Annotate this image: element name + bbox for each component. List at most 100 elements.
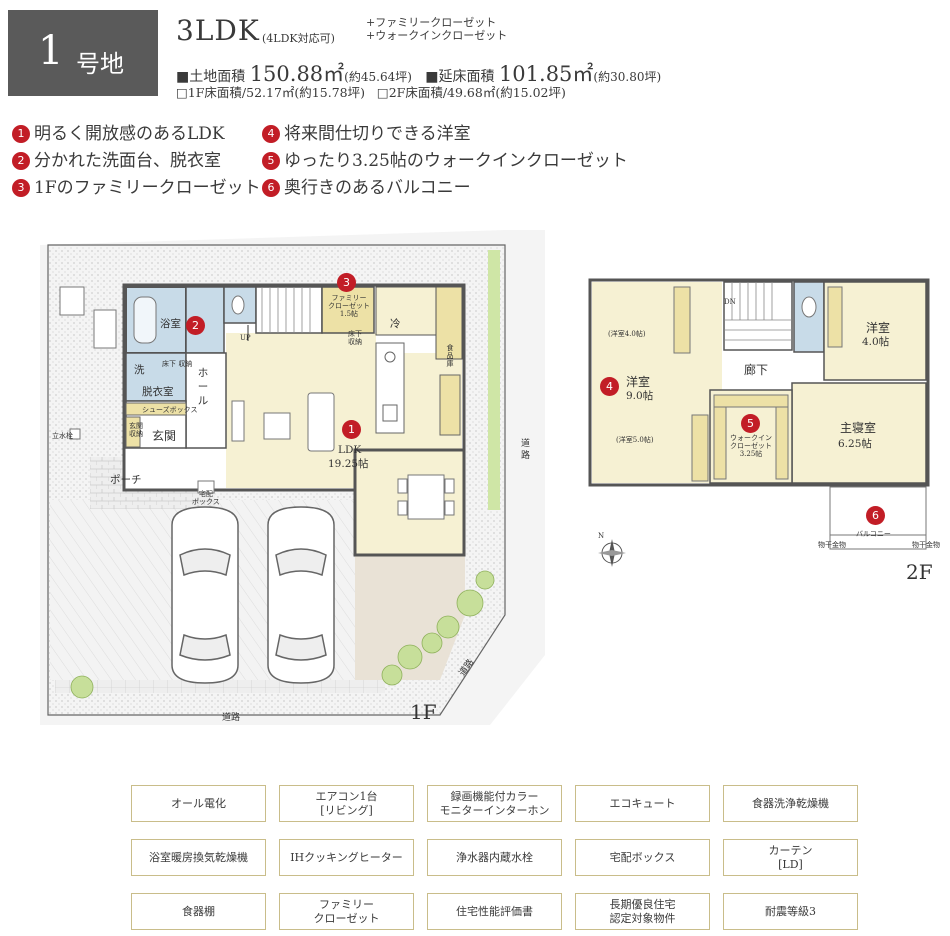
floor-area: 101.85㎡ [498, 62, 594, 86]
delivery-box-icon [197, 480, 215, 494]
label-delivery-box: 宅配 ボックス [192, 490, 220, 506]
label-master-size: 6.25帖 [838, 438, 872, 450]
compass-icon [598, 539, 626, 567]
floor-areas: □1F床面積/52.17㎡(約15.78坪) □2F床面積/49.68㎡(約15… [176, 82, 566, 101]
toilet-2f [793, 281, 825, 353]
sink-icon [382, 404, 398, 422]
equipment-item: 住宅性能評価書 [427, 893, 562, 930]
marker-2: 2 [186, 316, 205, 335]
closet-upper [673, 286, 691, 354]
equipment-item: 耐震等級3 [723, 893, 858, 930]
lot-number: 1 [38, 28, 64, 74]
label-up: UP [240, 334, 251, 342]
toilet-icon [231, 295, 245, 315]
option-family-closet: +ファミリークローゼット [366, 16, 497, 29]
car-icon [171, 506, 239, 684]
floor-tag-1f: 1F [410, 700, 437, 724]
dining-table-top [407, 474, 445, 520]
marker: 1 [12, 125, 30, 143]
corridor [724, 353, 822, 385]
label-hanger-right: 物干金物 [912, 541, 940, 549]
tree-icon [70, 570, 495, 699]
label-dn: DN [724, 298, 736, 306]
shoe-box [125, 402, 187, 416]
label-entrance: 玄関 [152, 429, 177, 443]
car-icon [267, 506, 335, 684]
master-bedroom [791, 382, 927, 484]
wic-shelf-top [713, 394, 789, 408]
floor-tag-2f: 2F [906, 560, 933, 584]
label-ldk: LDK [338, 444, 362, 456]
marker: 5 [262, 152, 280, 170]
label-pantry: 食品庫 [446, 344, 454, 368]
marker: 3 [12, 179, 30, 197]
label-dressing: 脱衣室 [142, 386, 174, 398]
toilet-room [223, 286, 257, 324]
feature-text: 明るく開放感のあるLDK [34, 124, 225, 144]
family-closet [321, 286, 375, 334]
layout-note: (4LDK対応可) [262, 32, 335, 45]
label-bath: 浴室 [160, 318, 181, 330]
ih-icon [384, 351, 396, 363]
label-faucet: 立水栓 [52, 432, 73, 440]
marker-4: 4 [600, 377, 619, 396]
equipment-item: ファミリー クローゼット [279, 893, 414, 930]
equipment-item: カーテン [LD] [723, 839, 858, 876]
marker-1: 1 [342, 420, 361, 439]
feature-text: 1Fのファミリークローゼット [34, 178, 261, 198]
sofa [307, 392, 335, 452]
equipment-item: 浄水器内蔵水栓 [427, 839, 562, 876]
wic-shelf-left [713, 406, 727, 480]
label-room-4-0: (洋室4.0帖) [608, 330, 646, 338]
label-hanger-left: 物干金物 [818, 541, 846, 549]
label-porch: ポーチ [110, 474, 142, 486]
floor-area-label: ■延床面積 [425, 69, 495, 85]
wic-shelf-right [775, 406, 789, 480]
faucet-icon [69, 428, 81, 440]
dressing-room [125, 352, 187, 402]
feature-text: 分かれた洗面台、脱衣室 [34, 151, 221, 171]
pantry [435, 286, 463, 360]
label-master: 主寝室 [840, 421, 877, 435]
bathtub-icon [133, 296, 157, 344]
label-wash: 洗 [134, 364, 145, 376]
label-underfloor-2: 床下 収納 [348, 330, 362, 346]
equipment-item: 食器洗浄乾燥機 [723, 785, 858, 822]
feature-text: ゆったり3.25帖のウォークインクローゼット [284, 151, 628, 171]
label-wic: ウォークイン クローゼット 3.25帖 [730, 434, 772, 458]
equipment-item: 浴室暖房換気乾燥機 [131, 839, 266, 876]
label-western-size: 9.0帖 [626, 390, 654, 402]
coat-closet [125, 416, 141, 448]
equipment-item: 長期優良住宅 認定対象物件 [575, 893, 710, 930]
marker: 2 [12, 152, 30, 170]
equipment-item: オール電化 [131, 785, 266, 822]
equipment-item: 食器棚 [131, 893, 266, 930]
label-ldk-size: 19.25帖 [328, 458, 369, 470]
equipment-item: IHクッキングヒーター [279, 839, 414, 876]
land-area-tsubo: (約45.64坪) [344, 70, 412, 84]
area-summary: ■土地面積 150.88㎡(約45.64坪) ■延床面積 101.85㎡(約30… [176, 58, 661, 88]
closet-lower [691, 414, 709, 482]
lot-badge: 1 号地 [8, 10, 158, 96]
marker-6: 6 [866, 506, 885, 525]
label-coat: 玄関 収納 [129, 422, 143, 438]
layout-options: +ファミリークローゼット +ウォークインクローゼット [366, 16, 507, 42]
label-corridor: 廊下 [744, 363, 769, 377]
land-area: 150.88㎡ [249, 62, 345, 86]
floor-plan-1f [40, 230, 545, 725]
hall [185, 352, 227, 449]
staircase [255, 286, 323, 334]
marker: 4 [262, 125, 280, 143]
ecocute-unit [93, 309, 117, 349]
stair-steps-2f [724, 282, 792, 341]
label-family-closet: ファミリー クローゼット 1.5帖 [328, 294, 370, 318]
land-area-label: ■土地面積 [176, 69, 246, 85]
floor1-area: □1F床面積/52.17㎡(約15.78坪) [176, 85, 365, 100]
green-strip [488, 250, 500, 510]
stair-steps [261, 287, 311, 333]
living-table [263, 412, 291, 440]
